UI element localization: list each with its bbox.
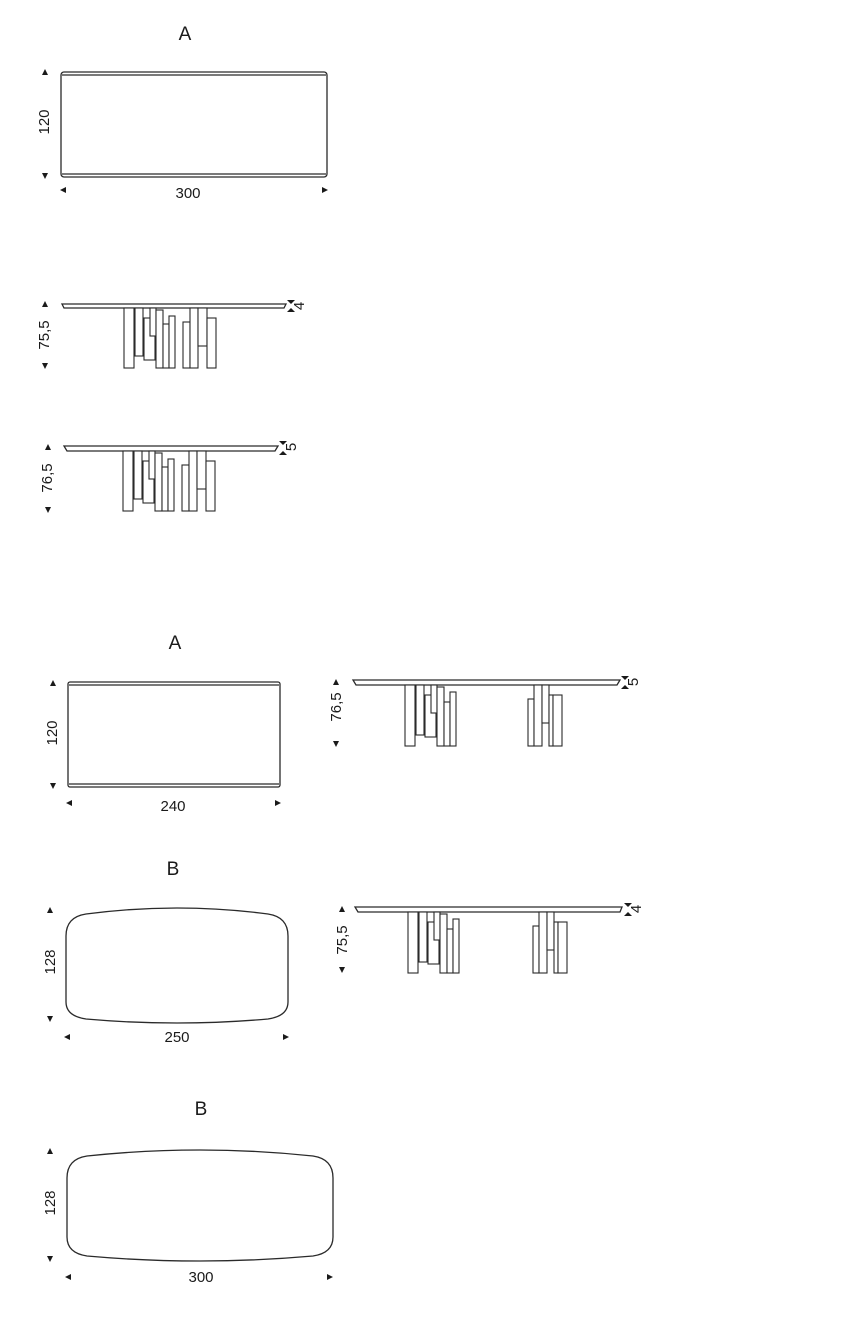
height-dimension: 76,5 [39, 463, 56, 492]
thickness-dimension: 4 [291, 302, 308, 310]
arrow-up-icon [333, 679, 339, 685]
tabletop-side [62, 445, 280, 452]
arrow-down-icon [333, 741, 339, 747]
view-a-300-side-5: 76,5 5 [39, 441, 300, 513]
arrow-down-icon [42, 173, 48, 179]
tabletop-side [60, 303, 288, 309]
view-title: B [167, 859, 180, 880]
depth-dimension: 120 [36, 109, 53, 134]
arrow-left-icon [60, 187, 66, 193]
arrow-down-icon [47, 1256, 53, 1262]
tabletop-outline [67, 681, 281, 788]
arrow-up-icon [45, 444, 51, 450]
tabletop-outline [66, 1149, 334, 1262]
arrow-right-icon [275, 800, 281, 806]
leg-cluster [122, 450, 175, 512]
view-b-300-top: B 128 300 [42, 1099, 334, 1286]
arrow-down-icon [624, 903, 632, 907]
tabletop-side [351, 679, 622, 686]
arrow-up-icon [47, 907, 53, 913]
arrow-up-icon [339, 906, 345, 912]
leg-cluster [407, 911, 460, 974]
arrow-down-icon [50, 783, 56, 789]
leg-cluster [123, 307, 176, 369]
tabletop-outline [60, 71, 328, 178]
view-title: A [169, 633, 182, 654]
arrow-left-icon [65, 1274, 71, 1280]
leg-cluster [532, 911, 568, 974]
width-dimension: 250 [164, 1029, 189, 1046]
view-a-300-side-4: 75,5 4 [36, 300, 308, 369]
arrow-right-icon [327, 1274, 333, 1280]
arrow-up-icon [47, 1148, 53, 1154]
arrow-left-icon [64, 1034, 70, 1040]
arrow-down-icon [45, 507, 51, 513]
arrow-down-icon [621, 676, 629, 680]
leg-cluster [182, 307, 217, 369]
view-title: A [179, 24, 192, 45]
leg-cluster [181, 450, 216, 512]
thickness-dimension: 5 [283, 443, 300, 451]
arrow-down-icon [47, 1016, 53, 1022]
depth-dimension: 120 [44, 720, 61, 745]
arrow-down-icon [339, 967, 345, 973]
arrow-up-icon [621, 685, 629, 689]
view-b-250-side-4: 75,5 4 [334, 903, 645, 974]
height-dimension: 75,5 [36, 320, 53, 349]
height-dimension: 75,5 [334, 925, 351, 954]
tabletop-side [353, 906, 623, 913]
view-b-250-top: B 128 250 [42, 859, 289, 1046]
arrow-down-icon [42, 363, 48, 369]
thickness-dimension: 5 [625, 678, 642, 686]
arrow-up-icon [624, 912, 632, 916]
arrow-up-icon [50, 680, 56, 686]
arrow-right-icon [283, 1034, 289, 1040]
width-dimension: 300 [188, 1269, 213, 1286]
view-title: B [195, 1099, 208, 1120]
arrow-up-icon [287, 308, 295, 312]
width-dimension: 300 [175, 185, 200, 202]
tabletop-outline [65, 907, 289, 1024]
view-a-300-top: A 120 300 [36, 24, 328, 202]
depth-dimension: 128 [42, 1190, 59, 1215]
view-a-240-top: A 120 240 [44, 633, 281, 815]
view-a-240-side-5: 76,5 5 [328, 676, 642, 747]
arrow-down-icon [279, 441, 287, 445]
arrow-up-icon [42, 69, 48, 75]
arrow-down-icon [287, 300, 295, 304]
arrow-left-icon [66, 800, 72, 806]
arrow-up-icon [42, 301, 48, 307]
leg-cluster [527, 684, 563, 747]
thickness-dimension: 4 [628, 905, 645, 913]
depth-dimension: 128 [42, 949, 59, 974]
arrow-right-icon [322, 187, 328, 193]
height-dimension: 76,5 [328, 692, 345, 721]
width-dimension: 240 [160, 798, 185, 815]
arrow-up-icon [279, 451, 287, 455]
leg-cluster [404, 684, 457, 747]
